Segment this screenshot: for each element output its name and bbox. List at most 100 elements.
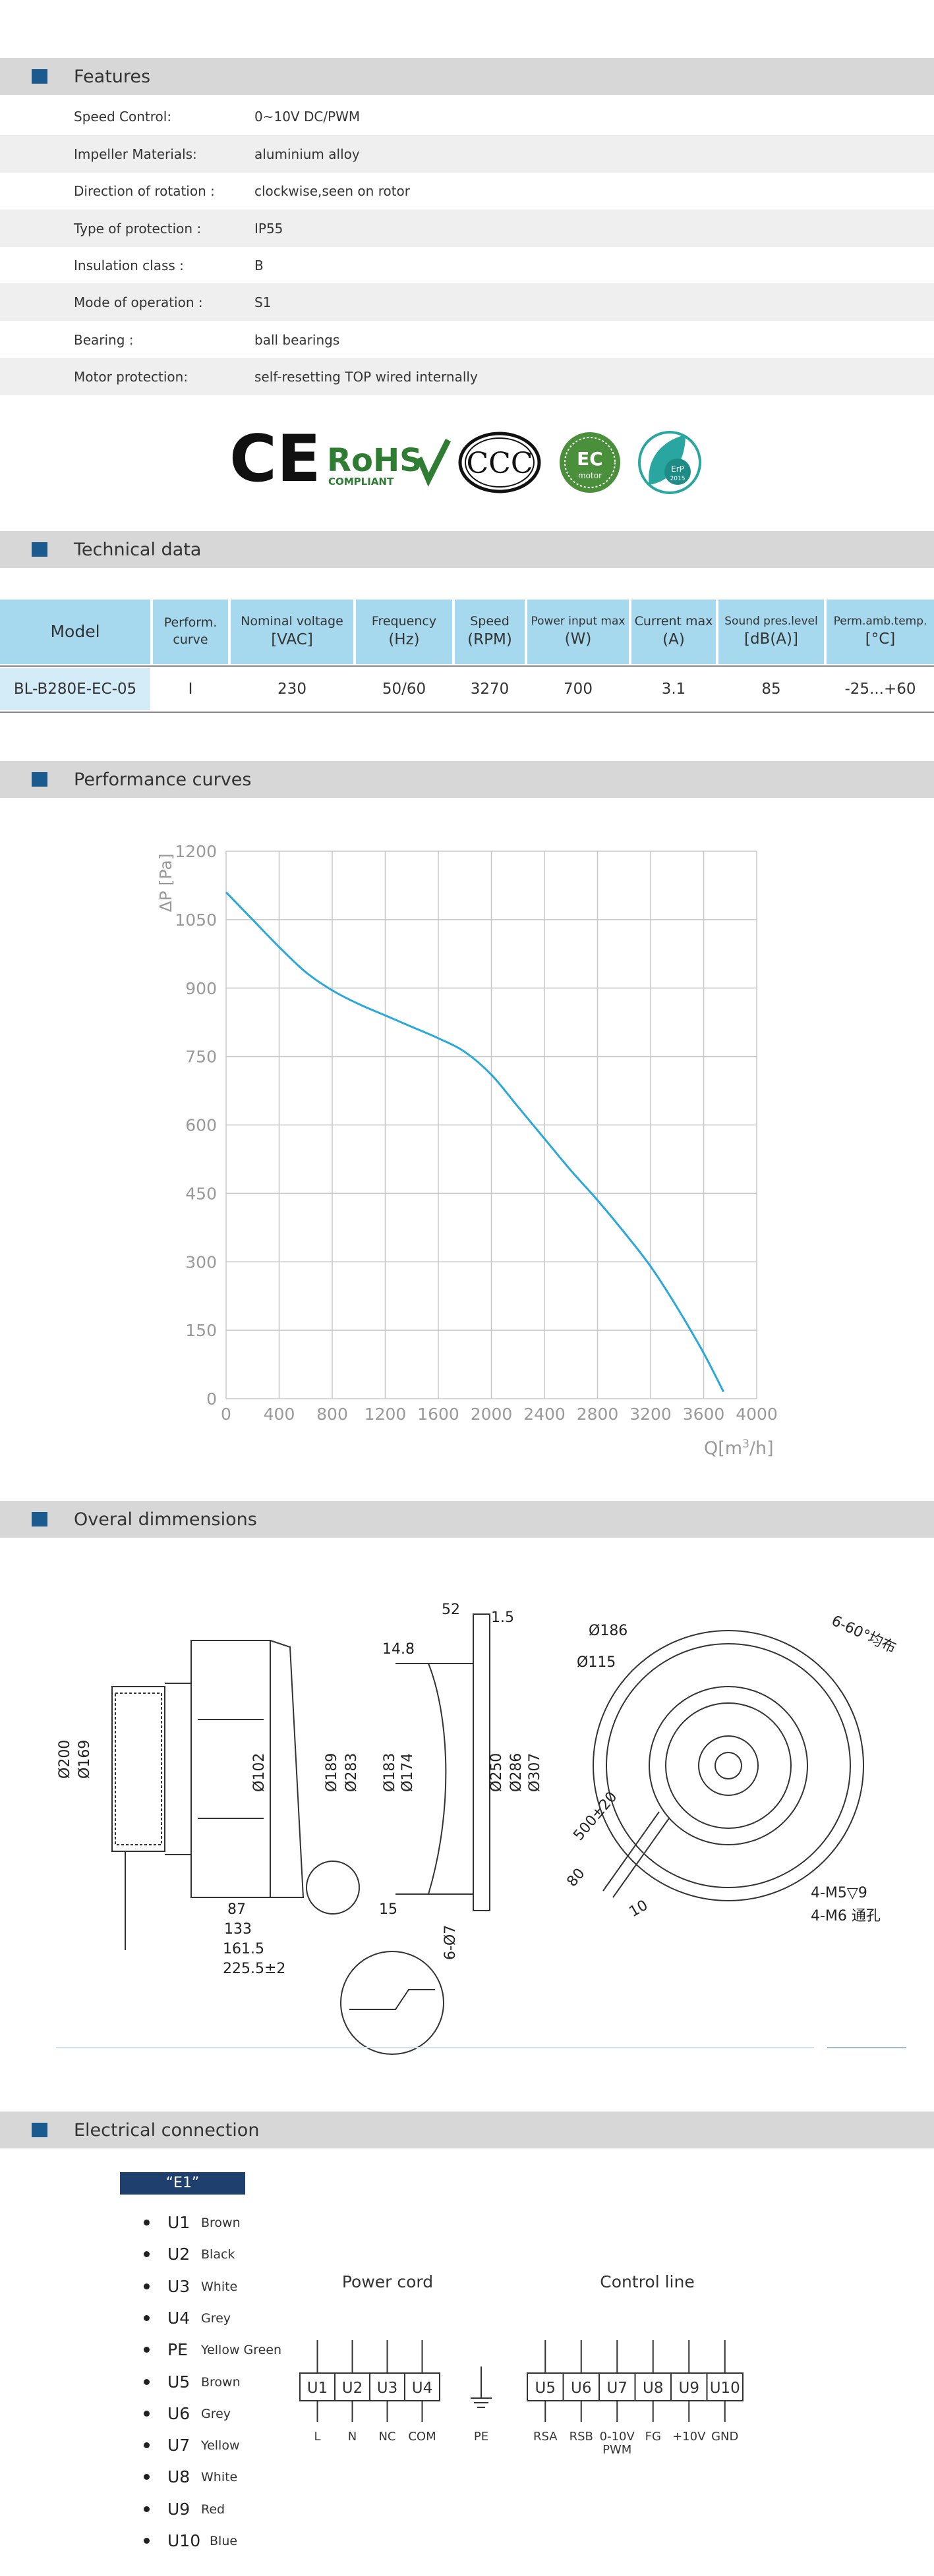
performance-header: Performance curves bbox=[0, 761, 934, 798]
dimension-drawing: Ø200 Ø169 Ø102 Ø189 Ø283 87 133 161.5 22… bbox=[56, 1602, 906, 2055]
svg-text:1.5: 1.5 bbox=[491, 1610, 514, 1626]
x-tick-label: 1200 bbox=[365, 1405, 407, 1424]
section-marker bbox=[32, 542, 47, 557]
svg-text:Ø186: Ø186 bbox=[589, 1623, 628, 1639]
y-tick-label: 1050 bbox=[175, 910, 217, 930]
terminal-label: U6 bbox=[571, 2380, 591, 2397]
svg-text:225.5±2: 225.5±2 bbox=[223, 1961, 285, 1977]
svg-text:14.8: 14.8 bbox=[382, 1641, 415, 1658]
wire-code: U9 bbox=[167, 2499, 190, 2519]
terminal-label: U8 bbox=[643, 2380, 663, 2397]
feature-value: clockwise,seen on rotor bbox=[254, 183, 411, 199]
svg-text:Ø169: Ø169 bbox=[76, 1740, 93, 1779]
header-cell: Model bbox=[0, 600, 150, 664]
svg-text:161.5: 161.5 bbox=[223, 1941, 264, 1957]
terminal-function: RSB bbox=[569, 2430, 593, 2444]
terminal-label: U10 bbox=[710, 2380, 740, 2397]
electrical-header: Electrical connection bbox=[0, 2112, 934, 2148]
data-cell: I bbox=[188, 681, 193, 698]
svg-text:4-M6 通孔: 4-M6 通孔 bbox=[811, 1908, 881, 1924]
y-tick-label: 600 bbox=[185, 1116, 217, 1135]
x-tick-label: 1600 bbox=[417, 1405, 459, 1424]
header-cell: Current max(A) bbox=[631, 600, 716, 664]
header-cell: Power input max(W) bbox=[527, 600, 629, 664]
header-cell: Speed(RPM) bbox=[455, 600, 525, 664]
svg-text:RoHS: RoHS bbox=[327, 442, 423, 479]
feature-label: Type of protection : bbox=[74, 221, 202, 237]
terminal-label: U9 bbox=[679, 2380, 699, 2397]
features-header: Features bbox=[0, 58, 934, 95]
power-cord-title: Power cord bbox=[342, 2272, 433, 2291]
certification-logos: CE RoHS COMPLIANT CCC EC motor ErP 2015 bbox=[229, 422, 701, 497]
y-tick-label: 300 bbox=[185, 1252, 217, 1272]
svg-text:4-M5▽9: 4-M5▽9 bbox=[811, 1885, 867, 1901]
x-tick-label: 2800 bbox=[577, 1405, 619, 1424]
bullet bbox=[144, 2538, 150, 2544]
data-cell: 3270 bbox=[470, 681, 510, 698]
terminal-box bbox=[404, 2372, 440, 2401]
header-cell: Perm.amb.temp.[°C] bbox=[827, 600, 934, 664]
rohs-logo: RoHS COMPLIANT bbox=[327, 438, 452, 488]
feature-value: aluminium alloy bbox=[254, 146, 360, 162]
bullet bbox=[144, 2314, 150, 2321]
svg-text:6-60°均布: 6-60°均布 bbox=[829, 1613, 898, 1657]
terminal-function: COM bbox=[408, 2430, 436, 2444]
terminal-function: PE bbox=[474, 2430, 488, 2444]
curve-line bbox=[225, 891, 725, 1393]
dimension-labels: Ø200 Ø169 Ø102 Ø189 Ø283 87 133 161.5 22… bbox=[57, 1602, 898, 1977]
bullet bbox=[144, 2410, 150, 2417]
feature-label: Motor protection: bbox=[74, 369, 189, 385]
wire-color: Grey bbox=[201, 2406, 231, 2421]
data-cell: 230 bbox=[277, 681, 306, 698]
feature-row: Insulation class : B bbox=[0, 246, 934, 284]
feature-value: S1 bbox=[254, 294, 272, 310]
wire-code: U6 bbox=[167, 2403, 190, 2423]
svg-text:CCC: CCC bbox=[467, 447, 533, 480]
header-cell: Sound pres.level[dB(A)] bbox=[718, 600, 824, 664]
x-tick-label: 4000 bbox=[736, 1405, 778, 1424]
section-marker bbox=[32, 1512, 47, 1526]
wire-color: Yellow bbox=[201, 2438, 240, 2453]
wire-color: Red bbox=[201, 2502, 225, 2517]
bullet bbox=[144, 2347, 150, 2353]
y-tick-label: 450 bbox=[185, 1184, 217, 1203]
terminal-label: U3 bbox=[377, 2380, 397, 2397]
data-cell: 700 bbox=[564, 681, 593, 698]
bullet bbox=[144, 2251, 150, 2258]
technical-title: Technical data bbox=[74, 540, 202, 560]
feature-value: B bbox=[254, 258, 264, 273]
svg-text:52: 52 bbox=[442, 1602, 460, 1618]
y-tick-label: 750 bbox=[185, 1048, 217, 1067]
feature-label: Mode of operation : bbox=[74, 294, 203, 310]
feature-label: Bearing : bbox=[74, 332, 134, 348]
feature-row: Direction of rotation :clockwise,seen on… bbox=[0, 172, 934, 210]
header-cell: Nominal voltage[VAC] bbox=[231, 600, 353, 664]
bullet bbox=[144, 2220, 150, 2226]
ce-logo: CE bbox=[229, 422, 321, 497]
x-axis-label: Q[m3/h] bbox=[704, 1438, 774, 1459]
svg-text:Ø250: Ø250 bbox=[488, 1753, 505, 1792]
table-divider bbox=[0, 665, 934, 667]
data-cell: 85 bbox=[761, 681, 781, 698]
feature-label: Speed Control: bbox=[74, 109, 172, 125]
terminal-label: U2 bbox=[342, 2380, 363, 2397]
feature-label: Insulation class : bbox=[74, 258, 184, 273]
terminal-function: FG bbox=[645, 2430, 661, 2444]
bullet bbox=[144, 2378, 150, 2385]
header-cell: Frequency(Hz) bbox=[356, 600, 452, 664]
feature-value: 0~10V DC/PWM bbox=[254, 109, 361, 125]
wire-color: Yellow Green bbox=[201, 2343, 282, 2358]
terminal-label: U5 bbox=[535, 2380, 556, 2397]
feature-row: Type of protection :IP55 bbox=[0, 210, 934, 247]
model-cell: BL-B280E-EC-05 bbox=[0, 668, 150, 710]
section-marker bbox=[32, 772, 47, 787]
svg-text:Ø189: Ø189 bbox=[324, 1753, 340, 1792]
x-tick-label: 3200 bbox=[629, 1405, 672, 1424]
terminal-function: L bbox=[314, 2430, 320, 2444]
performance-title: Performance curves bbox=[74, 770, 252, 790]
